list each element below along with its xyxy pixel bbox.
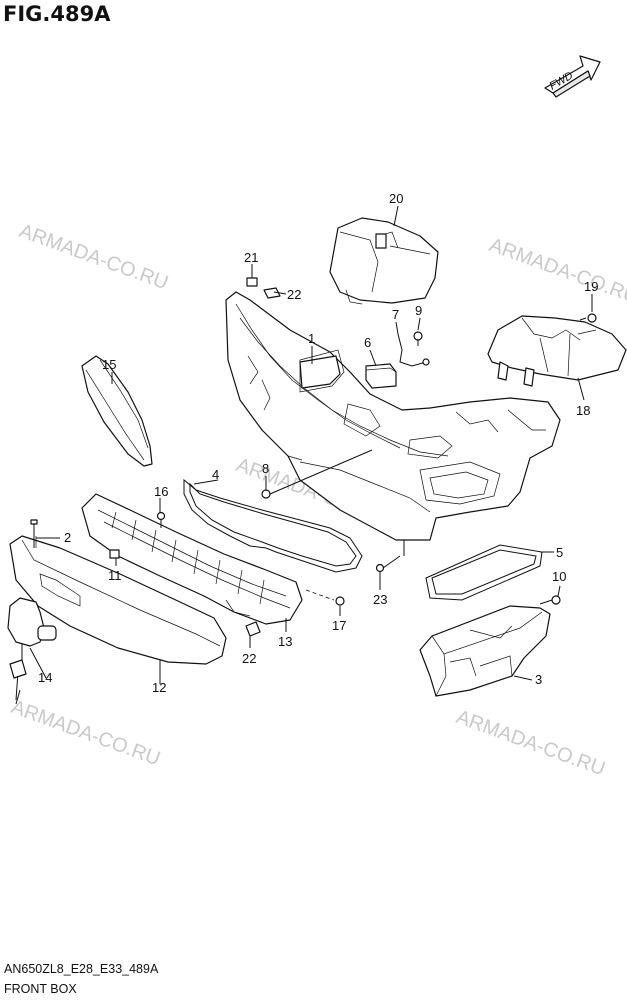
callout-11: 11	[108, 568, 122, 583]
part-20-upper-cover	[329, 217, 439, 305]
part-15-side-trim	[81, 355, 153, 467]
callout-12: 12	[152, 680, 166, 695]
section-name: FRONT BOX	[4, 982, 77, 996]
callouts: 20 21 22 19 1 6 7 9 18 15 4 8 16 2 5 11 …	[38, 191, 598, 695]
watermark-5: ARMADA-CO.RU	[453, 706, 608, 780]
part-19-screw	[579, 313, 597, 323]
callout-2: 2	[64, 530, 71, 545]
part-7-cable	[397, 333, 430, 367]
leader-lines	[29, 205, 593, 684]
callout-9: 9	[415, 303, 422, 318]
part-16-screw	[156, 511, 166, 528]
part-2-pin	[30, 519, 38, 548]
model-code: AN650ZL8_E28_E33_489A	[4, 962, 159, 976]
part-17-leader	[305, 589, 335, 601]
callout-23: 23	[373, 592, 387, 607]
fwd-arrow-icon: FWD	[544, 55, 601, 98]
part-12-front-cover	[9, 535, 227, 665]
callout-8: 8	[262, 461, 269, 476]
part-23-screw	[375, 555, 401, 573]
part-10-screw	[539, 595, 561, 605]
part-17-screw	[335, 596, 345, 606]
callout-13: 13	[278, 634, 292, 649]
callout-22-lower: 22	[242, 651, 256, 666]
part-5-seal	[425, 544, 543, 601]
callout-17: 17	[332, 618, 346, 633]
callout-3: 3	[535, 672, 542, 687]
part-21-clip	[246, 277, 258, 287]
callout-5: 5	[556, 545, 563, 560]
callout-19: 19	[584, 279, 598, 294]
callout-21: 21	[244, 250, 258, 265]
callout-14: 14	[38, 670, 52, 685]
callout-10: 10	[552, 569, 566, 584]
part-3-storage-box	[419, 605, 551, 697]
part-4-seal	[183, 478, 363, 573]
callout-18: 18	[576, 403, 590, 418]
part-1-inner-panel	[225, 291, 561, 541]
watermark-4: ARMADA-CO.RU	[8, 696, 163, 770]
callout-20: 20	[389, 191, 403, 206]
part-9-screw	[413, 331, 423, 346]
part-22-nut-lower	[245, 621, 261, 637]
callout-16: 16	[154, 484, 168, 499]
figure-title: FIG.489A	[3, 2, 111, 26]
part-14-lock	[7, 597, 57, 705]
part-11-clip	[109, 549, 120, 559]
part-13-grille	[81, 493, 303, 625]
callout-6: 6	[364, 335, 371, 350]
callout-22-upper: 22	[287, 287, 301, 302]
part-18-side-cover	[487, 315, 627, 387]
part-6-block	[365, 363, 397, 389]
callout-7: 7	[392, 307, 399, 322]
callout-1: 1	[308, 331, 315, 346]
part-22-nut-upper	[263, 287, 281, 299]
watermark-1: ARMADA-CO.RU	[16, 220, 171, 294]
callout-15: 15	[102, 357, 116, 372]
callout-4: 4	[212, 467, 219, 482]
watermark-2: ARMADA-CO.RU	[486, 234, 627, 308]
